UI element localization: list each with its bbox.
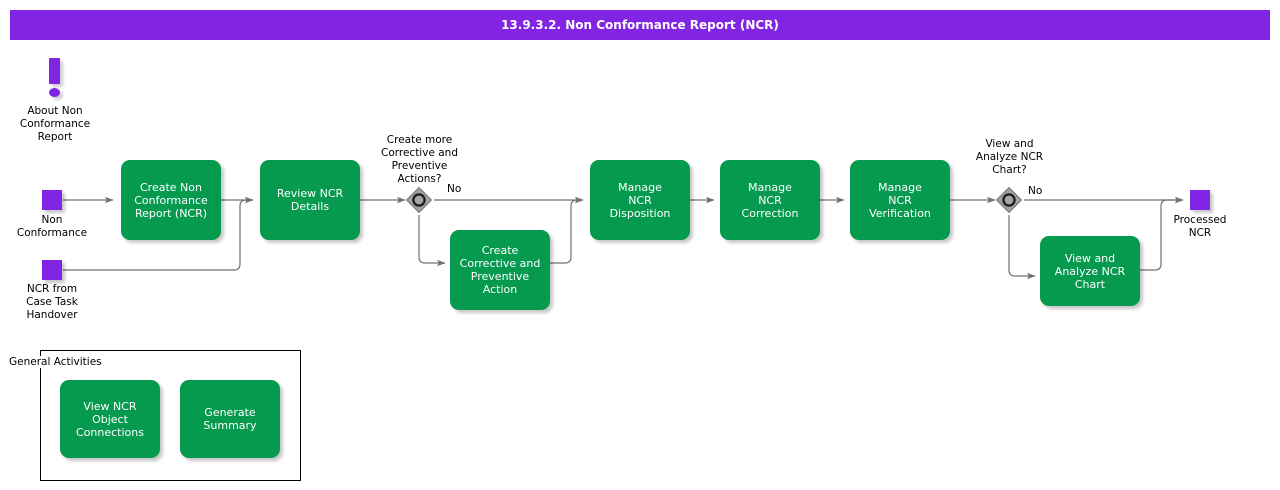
flow-gateway1-yes-to-capa: [418, 215, 446, 267]
task-manage-ncr-disposition-label: Manage NCR Disposition: [609, 180, 671, 220]
start-event-non-conformance-label: Non Conformance: [16, 214, 88, 239]
task-manage-ncr-correction[interactable]: Manage NCR Correction: [720, 160, 820, 240]
task-generate-summary[interactable]: Generate Summary: [180, 380, 280, 458]
group-general-activities-title: General Activities: [8, 356, 103, 368]
inclusive-gateway-icon: [405, 186, 433, 214]
about-ncr-note-label: About Non Conformance Report: [19, 105, 91, 143]
inclusive-gateway-icon: [995, 186, 1023, 214]
task-view-ncr-object-connections[interactable]: View NCR Object Connections: [60, 380, 160, 458]
task-review-ncr-details-label: Review NCR Details: [276, 187, 344, 213]
task-review-ncr-details[interactable]: Review NCR Details: [260, 160, 360, 240]
group-general-activities: [40, 350, 301, 481]
gateway-view-analyze-chart-label: View and Analyze NCR Chart?: [975, 138, 1044, 176]
exclamation-icon: [49, 58, 60, 84]
task-manage-ncr-correction-label: Manage NCR Correction: [741, 180, 799, 220]
page-title: 13.9.3.2. Non Conformance Report (NCR): [501, 18, 779, 32]
task-view-analyze-ncr-chart-label: View and Analyze NCR Chart: [1054, 251, 1126, 291]
task-create-capa-label: Create Corrective and Preventive Action: [459, 244, 541, 296]
page-title-banner: 13.9.3.2. Non Conformance Report (NCR): [10, 10, 1270, 40]
gateway-view-analyze-chart-flow-label: No: [1028, 185, 1043, 197]
exclamation-dot-icon: [49, 88, 60, 97]
gateway-create-more-capa[interactable]: [405, 186, 433, 214]
task-generate-summary-label: Generate Summary: [203, 406, 257, 432]
start-event-ncr-from-case-task-handover-label: NCR from Case Task Handover: [26, 283, 78, 321]
start-event-non-conformance[interactable]: [42, 190, 62, 210]
flow-capa-to-disposition: [550, 196, 584, 264]
task-view-ncr-object-connections-label: View NCR Object Connections: [76, 399, 144, 439]
task-create-ncr-label: Create Non Conformance Report (NCR): [134, 180, 208, 220]
about-ncr-note[interactable]: [49, 58, 63, 98]
task-create-capa[interactable]: Create Corrective and Preventive Action: [450, 230, 550, 310]
task-create-ncr[interactable]: Create Non Conformance Report (NCR): [121, 160, 221, 240]
end-event-processed-ncr[interactable]: [1190, 190, 1210, 210]
start-event-ncr-from-case-task-handover[interactable]: [42, 260, 62, 280]
task-manage-ncr-verification-label: Manage NCR Verification: [869, 180, 931, 220]
gateway-create-more-capa-flow-label: No: [447, 183, 462, 195]
task-view-analyze-ncr-chart[interactable]: View and Analyze NCR Chart: [1040, 236, 1140, 306]
end-event-processed-ncr-label: Processed NCR: [1173, 214, 1227, 239]
gateway-view-analyze-chart[interactable]: [995, 186, 1023, 214]
gateway-create-more-capa-label: Create more Corrective and Preventive Ac…: [380, 134, 458, 185]
task-manage-ncr-disposition[interactable]: Manage NCR Disposition: [590, 160, 690, 240]
flow-gateway2-yes-to-chart: [1008, 215, 1036, 280]
task-manage-ncr-verification[interactable]: Manage NCR Verification: [850, 160, 950, 240]
